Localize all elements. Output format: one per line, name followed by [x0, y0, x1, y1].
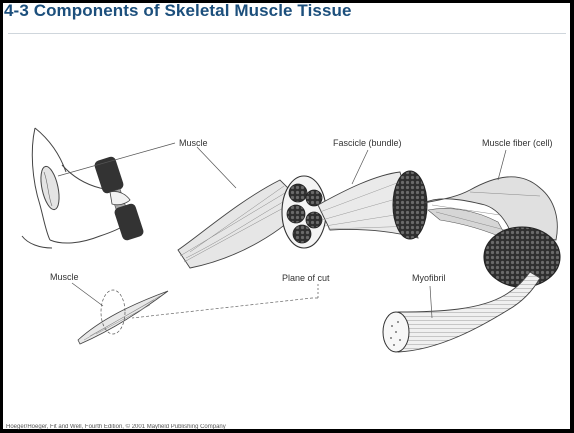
plane-of-cut-line — [132, 298, 318, 318]
small-muscle-illustration — [78, 290, 168, 344]
label-fascicle: Fascicle (bundle) — [333, 138, 402, 148]
muscle-fiber — [424, 177, 560, 287]
leader-muscle-small — [72, 283, 103, 306]
leader-fascicle — [352, 150, 368, 184]
leader-muscle-fiber — [498, 150, 506, 180]
credit-line: Hoeger/Hoeger, Fit and Well, Fourth Edit… — [6, 424, 336, 431]
label-muscle-fiber: Muscle fiber (cell) — [482, 138, 553, 148]
fascicle-bundle — [318, 171, 427, 239]
leader-muscle — [197, 147, 236, 188]
label-myofibril: Myofibril — [412, 273, 446, 283]
label-plane-of-cut: Plane of cut — [282, 273, 330, 283]
muscle-cross-section — [178, 176, 326, 268]
label-muscle: Muscle — [179, 138, 208, 148]
label-muscle-small: Muscle — [50, 272, 79, 282]
